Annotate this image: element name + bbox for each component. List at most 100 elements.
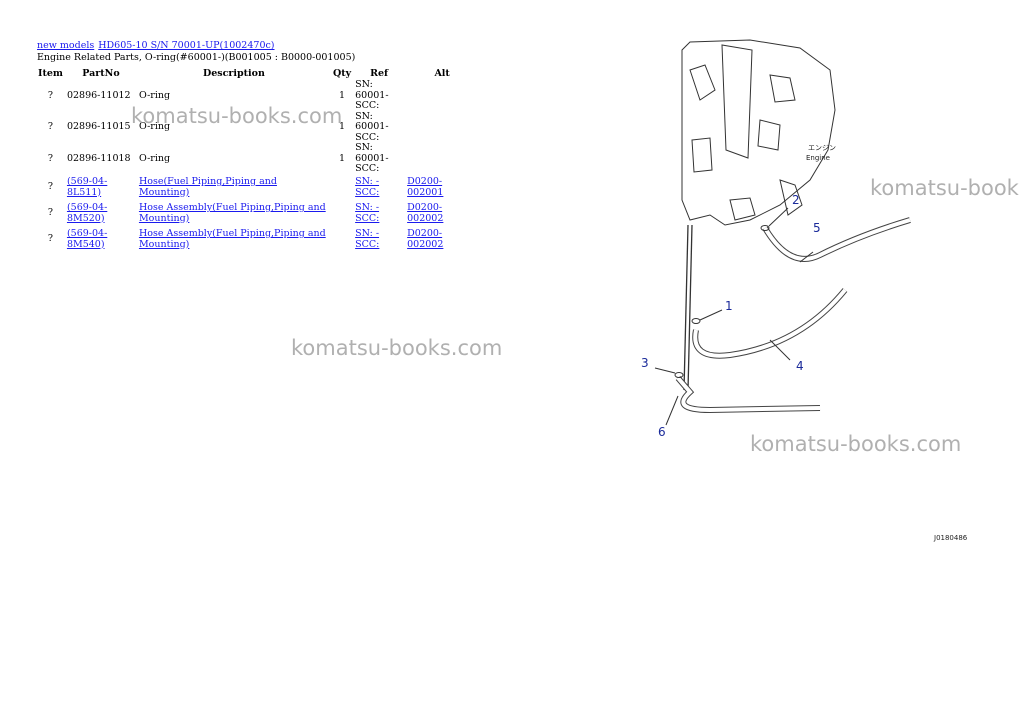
description-link[interactable]: Hose Assembly(Fuel Piping,Piping and Mou…	[138, 202, 326, 224]
item-text: ?	[47, 89, 54, 101]
cell-qty: 1	[331, 112, 353, 144]
qty-text: 1	[339, 89, 346, 101]
engine-filter	[721, 44, 753, 159]
cell-ref: SN: - SCC:	[353, 175, 405, 201]
cell-description: O-ring	[137, 80, 331, 112]
vertical-pipe	[683, 224, 689, 391]
cell-partno: 02896-11018	[65, 143, 137, 175]
callout-4: 4	[796, 359, 804, 373]
header-description: Description	[202, 67, 265, 79]
callout-5: 5	[813, 221, 821, 235]
cell-alt	[405, 80, 479, 112]
watermark: komatsu-books.com	[750, 432, 962, 456]
cell-alt: D0200-002002	[405, 201, 479, 227]
watermark: komatsu-book	[870, 176, 1019, 200]
watermark: komatsu-books.com	[131, 104, 343, 128]
cell-ref: SN: 60001- SCC:	[353, 110, 405, 144]
partno-text: 02896-11012	[66, 89, 131, 101]
description-text: O-ring	[138, 121, 171, 132]
cell-partno: 02896-11015	[65, 112, 137, 144]
parts-diagram: 1 2 3 4 5 6 エンジン Engine J0180486	[641, 39, 968, 542]
partno-text: 02896-11018	[66, 152, 131, 164]
cell-qty	[331, 227, 353, 253]
cell-alt	[405, 143, 479, 175]
qty-text: 1	[339, 121, 346, 132]
alt-link[interactable]: D0200-002002	[407, 202, 444, 224]
cell-qty: 1	[331, 80, 353, 112]
cell-partno: (569-04-8L511)	[65, 175, 137, 201]
partno-link[interactable]: (569-04-8L511)	[66, 176, 108, 198]
callout-6: 6	[658, 425, 666, 439]
description-text: O-ring	[138, 89, 171, 101]
partno-link[interactable]: (569-04-8M520)	[66, 202, 108, 224]
ref-text: SN: 60001- SCC:	[355, 79, 389, 111]
cell-description: Hose Assembly(Fuel Piping,Piping and Mou…	[137, 201, 331, 227]
cell-description: O-ring	[137, 143, 331, 175]
cell-description: Hose(Fuel Piping,Piping and Mounting)	[137, 175, 331, 201]
callout-2: 2	[792, 193, 800, 207]
o-ring-1	[691, 318, 701, 324]
cell-item: ?	[36, 112, 65, 144]
qty-text: 1	[339, 152, 346, 164]
cell-qty	[331, 175, 353, 201]
page-subtitle: Engine Related Parts, O-ring(#60001-)(B0…	[37, 52, 356, 63]
engine-block	[681, 39, 836, 226]
callout-3: 3	[641, 356, 649, 370]
description-link[interactable]: Hose Assembly(Fuel Piping,Piping and Mou…	[138, 228, 326, 250]
cell-item: ?	[36, 80, 65, 112]
cell-ref: SN: - SCC:	[353, 227, 405, 253]
table-row: ? (569-04-8L511) Hose(Fuel Piping,Piping a…	[36, 175, 479, 201]
item-text: ?	[47, 207, 54, 219]
partno-link[interactable]: (569-04-8M540)	[66, 228, 108, 250]
description-link[interactable]: Hose(Fuel Piping,Piping and Mounting)	[138, 176, 277, 198]
engine-label-jp: エンジン	[808, 144, 836, 152]
cell-alt: D0200-002001	[405, 175, 479, 201]
cell-qty: 1	[331, 143, 353, 175]
header-qty: Qty	[332, 67, 352, 79]
table-header-row: Item PartNo Description Qty Ref Alt	[36, 66, 479, 80]
cell-description: O-ring	[137, 112, 331, 144]
cell-item: ?	[36, 201, 65, 227]
ref-text: SN: 60001- SCC:	[355, 110, 389, 143]
header-ref: Ref	[370, 67, 389, 79]
item-text: ?	[47, 121, 54, 132]
parts-table: Item PartNo Description Qty Ref Alt ? 028…	[36, 66, 479, 253]
cell-item: ?	[36, 143, 65, 175]
breadcrumb-model-link[interactable]: HD605-10 S/N 70001-UP(1002470c)	[98, 40, 275, 51]
o-ring-3	[674, 372, 684, 378]
ref-link[interactable]: SN: - SCC:	[355, 228, 380, 250]
header-alt: Alt	[434, 67, 450, 79]
table-row: ? 02896-11012 O-ring 1 SN: 60001- SCC:	[36, 79, 479, 112]
description-text: O-ring	[138, 152, 171, 164]
cell-alt	[405, 112, 479, 144]
item-text: ?	[47, 152, 54, 164]
table-row: ? (569-04-8M520) Hose Assembly(Fuel Piping…	[36, 201, 479, 227]
cell-partno: 02896-11012	[65, 80, 137, 112]
alt-link[interactable]: D0200-002002	[407, 228, 444, 250]
table-row: ? 02896-11015 O-ring 1 SN: 60001- SCC:	[36, 110, 479, 144]
cell-ref: SN: - SCC:	[353, 201, 405, 227]
alt-link[interactable]: D0200-002001	[407, 176, 444, 198]
partno-text: 02896-11015	[66, 121, 131, 132]
item-text: ?	[47, 233, 54, 245]
ref-link[interactable]: SN: - SCC:	[355, 176, 380, 198]
cell-item: ?	[36, 175, 65, 201]
cell-partno: (569-04-8M540)	[65, 227, 137, 253]
header-partno: PartNo	[82, 67, 120, 79]
cell-item: ?	[36, 227, 65, 253]
cell-partno: (569-04-8M520)	[65, 201, 137, 227]
cell-ref: SN: 60001- SCC:	[353, 79, 405, 112]
watermark: komatsu-books.com	[291, 336, 503, 360]
figure-code: J0180486	[933, 534, 968, 542]
cell-qty	[331, 201, 353, 227]
ref-link[interactable]: SN: - SCC:	[355, 202, 380, 224]
cell-alt: D0200-002002	[405, 227, 479, 253]
cell-description: Hose Assembly(Fuel Piping,Piping and Mou…	[137, 227, 331, 253]
hose-6	[675, 376, 821, 414]
ref-text: SN: 60001- SCC:	[355, 142, 389, 174]
cell-ref: SN: 60001- SCC:	[353, 142, 405, 175]
item-text: ?	[47, 181, 54, 193]
breadcrumb-new-models-link[interactable]: new models	[37, 40, 95, 51]
o-ring-2	[760, 225, 770, 231]
